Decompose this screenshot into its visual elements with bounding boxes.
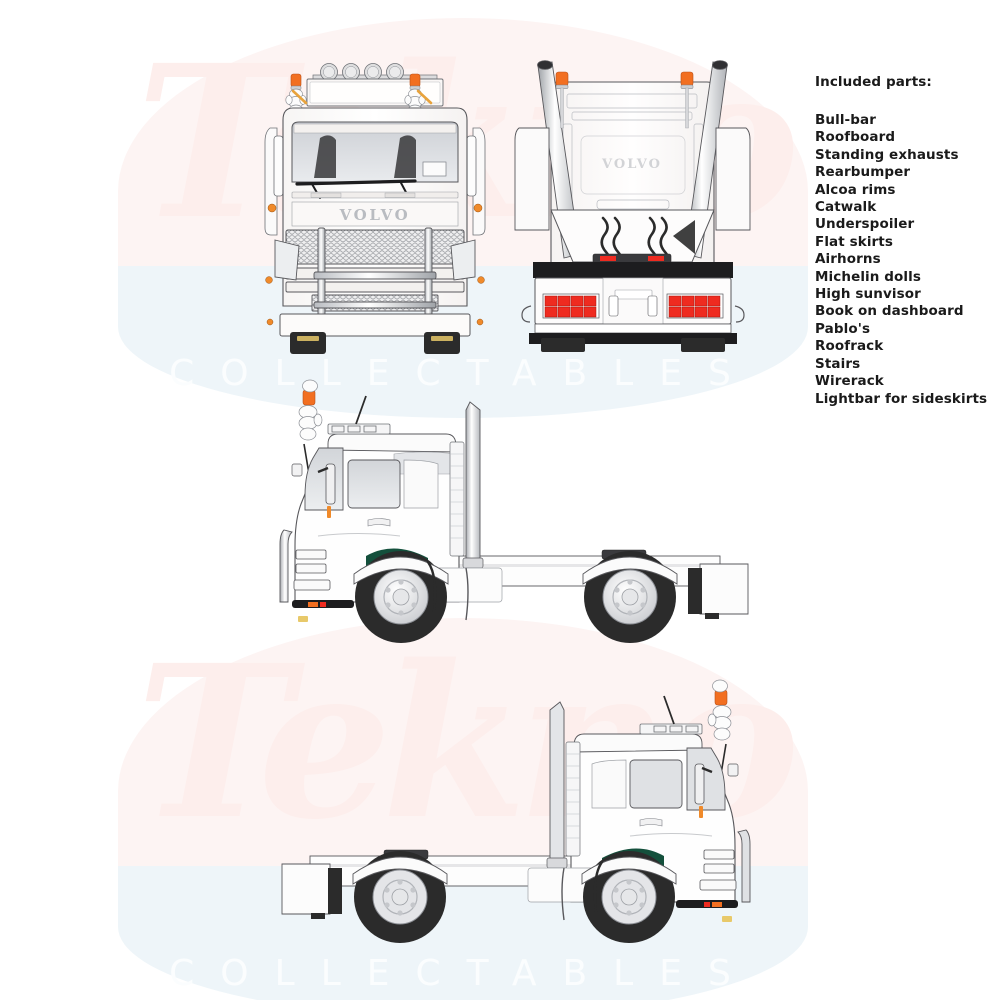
wheels-rear: [541, 338, 725, 352]
parts-list-item: Michelin dolls: [815, 268, 922, 285]
michelin-doll-side-r: [707, 679, 732, 741]
side-marker-lamp: [327, 506, 331, 518]
beacon-rear-right: [680, 71, 694, 129]
bull-bar: [313, 227, 437, 333]
parts-list-item: Pablo's: [815, 320, 871, 337]
taillight-cluster-left: [542, 293, 600, 319]
wheel-front-axle: [355, 551, 447, 643]
front-fender-r: [581, 856, 677, 885]
truck-front-view: VOLVO: [250, 50, 500, 354]
wirerack: [449, 441, 465, 557]
headlights: [274, 239, 476, 281]
door-window: [347, 459, 401, 509]
stairs: [293, 549, 331, 591]
roof-spot-lamps: [320, 63, 404, 81]
wheel-rear-axle: [584, 551, 676, 643]
volvo-wordmark-rear: VOLVO: [601, 157, 662, 172]
wheel-front-axle-r: [583, 851, 675, 943]
parts-list-item: Alcoa rims: [815, 181, 896, 198]
taillight-cluster-right: [666, 293, 724, 319]
roofrack-r: [639, 723, 703, 735]
lower-bumper-black: [529, 333, 737, 344]
side-mirror-r: [694, 763, 739, 805]
side-marker-lamp-r: [699, 806, 703, 818]
lightbar-sideskirt: [298, 616, 308, 622]
front-bumper: [279, 313, 471, 337]
parts-list-item: Wirerack: [815, 373, 884, 390]
front-fender: [353, 556, 449, 585]
door-handle: [367, 518, 391, 527]
door-window-r: [629, 759, 683, 809]
rear-flat-skirt: [699, 563, 749, 615]
parts-list-item: Underspoiler: [815, 216, 915, 233]
wheel-rear-axle-r: [354, 851, 446, 943]
high-sunvisor-r: [573, 733, 703, 753]
standing-exhaust-side-r: [546, 701, 568, 869]
wheel-front-right: [424, 332, 460, 354]
wirerack-r: [565, 741, 581, 857]
door-handle-r: [639, 818, 663, 827]
lightbar-sideskirt-r: [722, 916, 732, 922]
beacon-rear-left: [555, 71, 569, 129]
chassis-bar: [533, 262, 733, 278]
parts-list-item: Standing exhausts: [815, 146, 959, 163]
parts-list-item: High sunvisor: [815, 286, 921, 303]
side-mirror: [291, 463, 336, 505]
bull-bar-side: [279, 529, 354, 608]
wheel-front-left: [290, 332, 326, 354]
parts-heading: Included parts:: [815, 74, 932, 90]
coupling-plate: [592, 253, 672, 264]
parts-list-item: Roofrack: [815, 338, 884, 355]
parts-list-item: Airhorns: [815, 251, 881, 268]
high-sunvisor: [327, 433, 457, 453]
aerial-r: [663, 695, 675, 725]
truck-rear-view: VOLVO: [505, 50, 760, 352]
parts-list-item: Catwalk: [815, 199, 877, 216]
front-grille: [285, 229, 465, 312]
parts-list-item: Flat skirts: [815, 233, 893, 250]
parts-list-item: Rearbumper: [815, 164, 911, 181]
bull-bar-side-r: [676, 829, 751, 908]
parts-list-item: Roofboard: [815, 129, 896, 146]
michelin-doll-side: [298, 379, 323, 441]
truck-side-view-left: [270, 368, 760, 658]
underrun-strip: [534, 323, 732, 334]
standing-exhaust-side: [462, 401, 484, 569]
rear-bumper-assembly: [534, 277, 732, 325]
windscreen-side: [304, 447, 344, 511]
rear-side-wings: [514, 127, 751, 231]
parts-list-item: Stairs: [815, 355, 861, 372]
roofrack: [327, 423, 391, 435]
rear-fender: [582, 556, 678, 585]
truck-side-view-right: [270, 648, 760, 968]
parts-list-item: Book on dashboard: [815, 303, 964, 320]
rear-mudflap: [688, 568, 702, 614]
marker-lamps: [265, 203, 485, 326]
parts-list-item: Bull-bar: [815, 112, 876, 128]
parts-list-item: Lightbar for sideskirts: [815, 390, 988, 407]
windscreen-side-r: [686, 747, 726, 811]
centre-round-lamps: [608, 295, 658, 317]
aerial: [355, 395, 367, 425]
stairs-r: [699, 849, 737, 891]
rear-flat-skirt-r: [281, 863, 331, 915]
rear-quarter-panel: [403, 459, 439, 509]
mudflap-shadow: [673, 220, 695, 254]
rear-fender-r: [352, 856, 448, 885]
book-on-dashboard: [422, 161, 447, 177]
volvo-wordmark-front: VOLVO: [339, 206, 411, 224]
